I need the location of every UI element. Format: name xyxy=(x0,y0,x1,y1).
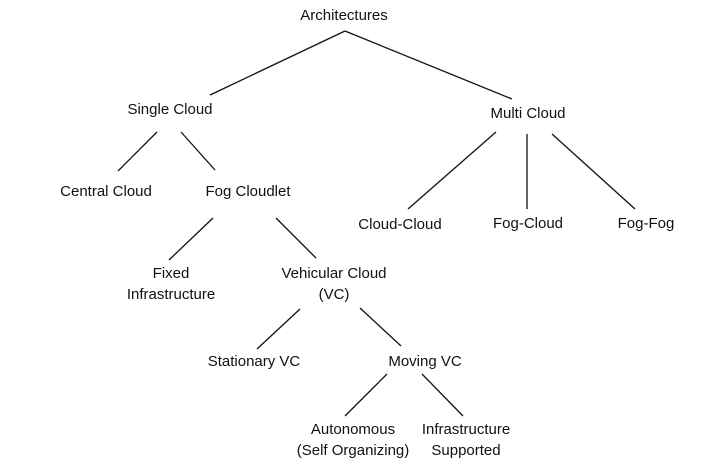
node-cloud-cloud-label: Cloud-Cloud xyxy=(358,216,442,233)
edge-multi-cloud-cloud-cloud xyxy=(407,131,497,210)
node-architectures-label: Architectures xyxy=(300,7,388,24)
node-single-cloud: Single Cloud xyxy=(127,99,212,120)
edge-architectures-multi-cloud xyxy=(344,30,513,100)
node-stationary-vc: Stationary VC xyxy=(208,351,301,372)
node-fog-cloudlet: Fog Cloudlet xyxy=(205,181,290,202)
node-fixed-infrastructure-label-line-1: Fixed xyxy=(152,265,190,282)
edge-vehicular-cloud-moving-vc xyxy=(359,307,402,347)
node-stationary-vc-label: Stationary VC xyxy=(207,353,301,370)
edge-moving-vc-autonomous xyxy=(344,373,388,417)
node-infrastructure-supported: Infrastructure Supported xyxy=(422,419,510,461)
edge-multi-cloud-fog-fog xyxy=(551,133,636,210)
node-autonomous: Autonomous (Self Organizing) xyxy=(297,419,410,461)
node-autonomous-label-line-1: Autonomous xyxy=(310,421,396,438)
node-fog-fog: Fog-Fog xyxy=(618,213,675,234)
node-vehicular-cloud-label-line-2: (VC) xyxy=(318,286,350,303)
edge-architectures-single-cloud xyxy=(209,30,346,96)
node-autonomous-label-line-2: (Self Organizing) xyxy=(296,442,410,459)
node-fixed-infrastructure: Fixed Infrastructure xyxy=(127,263,215,305)
edge-single-cloud-fog-cloudlet xyxy=(180,131,216,171)
edge-fog-cloudlet-fixed-infrastructure xyxy=(168,217,214,261)
node-central-cloud: Central Cloud xyxy=(60,181,152,202)
node-cloud-cloud: Cloud-Cloud xyxy=(358,214,441,235)
edge-moving-vc-infrastructure-supported xyxy=(421,373,464,417)
node-architectures: Architectures xyxy=(300,5,388,26)
edge-fog-cloudlet-vehicular-cloud xyxy=(275,217,317,259)
node-moving-vc-label: Moving VC xyxy=(388,353,462,370)
node-central-cloud-label: Central Cloud xyxy=(60,183,152,200)
node-fog-fog-label: Fog-Fog xyxy=(617,215,675,232)
edge-vehicular-cloud-stationary-vc xyxy=(256,308,301,350)
node-moving-vc: Moving VC xyxy=(388,351,461,372)
node-fog-cloud-label: Fog-Cloud xyxy=(492,215,564,232)
node-multi-cloud-label: Multi Cloud xyxy=(490,105,566,122)
node-vehicular-cloud: Vehicular Cloud (VC) xyxy=(281,263,386,305)
node-single-cloud-label: Single Cloud xyxy=(127,101,213,118)
node-multi-cloud: Multi Cloud xyxy=(490,103,565,124)
node-infrastructure-supported-label-line-2: Supported xyxy=(431,442,501,459)
edge-single-cloud-central-cloud xyxy=(117,131,158,172)
node-vehicular-cloud-label-line-1: Vehicular Cloud xyxy=(281,265,387,282)
node-fog-cloud: Fog-Cloud xyxy=(493,213,563,234)
node-infrastructure-supported-label-line-1: Infrastructure xyxy=(421,421,511,438)
node-fog-cloudlet-label: Fog Cloudlet xyxy=(205,183,291,200)
node-fixed-infrastructure-label-line-2: Infrastructure xyxy=(126,286,216,303)
